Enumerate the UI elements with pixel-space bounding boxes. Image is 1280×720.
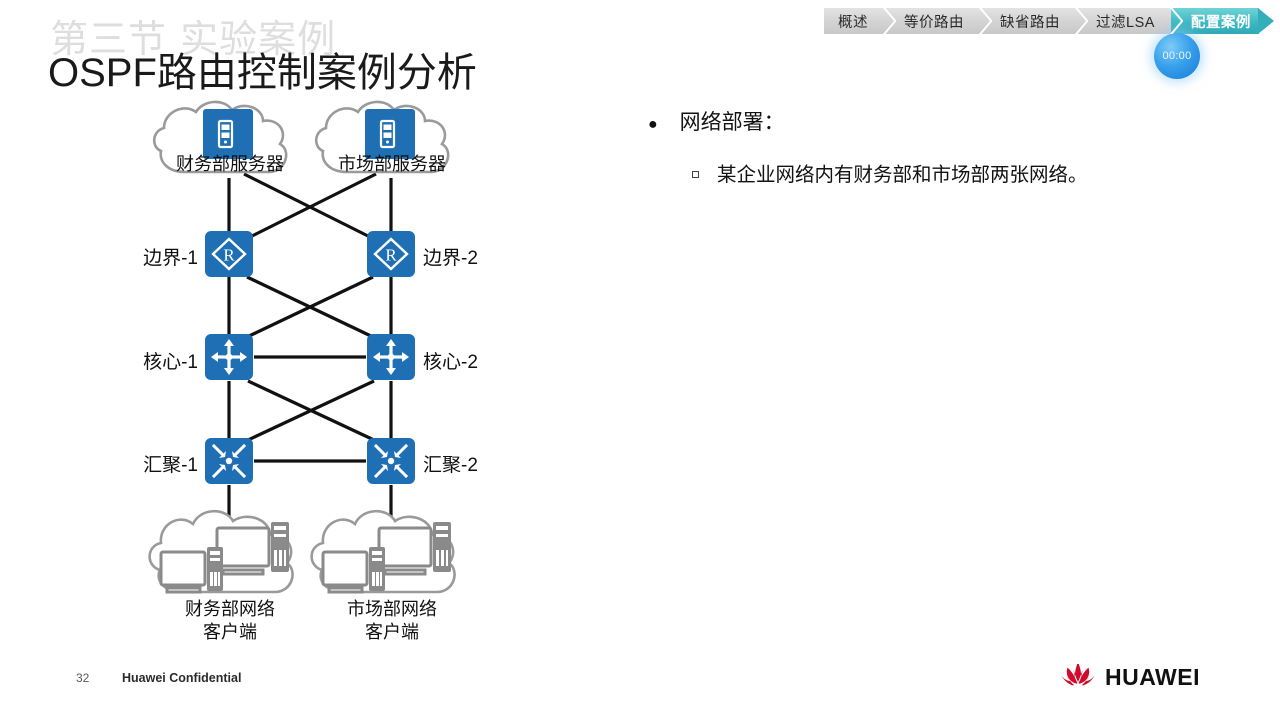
cloud-label-line2: 客户端 <box>365 621 419 642</box>
chevron-right-icon <box>1257 8 1274 34</box>
chevron-right-icon <box>979 8 992 34</box>
nav-tab-filter-lsa[interactable]: 过滤LSA <box>1076 8 1183 34</box>
page-title: OSPF路由控制案例分析 <box>48 51 477 95</box>
bullet-square-icon <box>692 171 699 178</box>
network-topology-diagram: R <box>143 100 478 643</box>
section-navigation: 概述 等价路由 缺省路由 过滤LSA 配置案例 <box>824 8 1274 34</box>
nav-tab-equal-cost-routing[interactable]: 等价路由 <box>884 8 992 34</box>
nav-tab-default-route[interactable]: 缺省路由 <box>980 8 1088 34</box>
bullet-level-2-text: 某企业网络内有财务部和市场部两张网络。 <box>717 164 1088 186</box>
cloud-label-line1: 财务部网络 <box>185 599 275 619</box>
server-icon-finance <box>203 109 253 159</box>
bullet-level-1-text: 网络部署： <box>679 111 785 134</box>
cloud-label-market-network: 市场部网络 客户端 <box>321 598 463 643</box>
label-core-switch-2: 核心-2 <box>423 352 478 373</box>
nav-tab-overview[interactable]: 概述 <box>824 8 896 34</box>
device-border-router-2 <box>367 231 415 277</box>
device-aggregation-switch-2 <box>367 438 415 484</box>
cloud-finance-network <box>148 509 294 594</box>
timer-value: 00:00 <box>1162 50 1192 62</box>
cloud-label-finance-server: 财务部服务器 <box>176 154 284 174</box>
label-border-router-2: 边界-2 <box>423 248 478 269</box>
label-aggregation-switch-1: 汇聚-1 <box>143 455 198 476</box>
server-icon-market <box>365 109 415 159</box>
nav-tab-label: 过滤LSA <box>1096 14 1155 31</box>
nav-tab-configuration-case[interactable]: 配置案例 <box>1170 8 1274 34</box>
label-border-router-1: 边界-1 <box>143 248 198 269</box>
cloud-label-finance-network: 财务部网络 客户端 <box>159 598 301 643</box>
confidentiality-notice: Huawei Confidential <box>122 671 242 685</box>
device-border-router-1 <box>205 231 253 277</box>
device-core-switch-2 <box>367 334 415 380</box>
device-core-switch-1 <box>205 334 253 380</box>
nav-tab-label: 等价路由 <box>904 14 964 31</box>
chevron-right-icon <box>1075 8 1088 34</box>
label-core-switch-1: 核心-1 <box>143 352 198 373</box>
huawei-flower-icon <box>1061 664 1095 686</box>
cloud-label-line2: 客户端 <box>203 621 257 642</box>
chevron-right-icon <box>883 8 896 34</box>
title-watermark: 第三节 实验案例 <box>50 17 337 61</box>
cloud-label-market-server: 市场部服务器 <box>338 154 446 174</box>
bullet-level-1: ● 网络部署： <box>648 106 785 136</box>
bullet-dot-icon: ● <box>648 116 658 133</box>
device-aggregation-switch-1 <box>205 438 253 484</box>
huawei-logo: HUAWEI <box>1060 662 1200 692</box>
nav-tab-label: 配置案例 <box>1190 14 1251 31</box>
page-number: 32 <box>76 671 90 685</box>
cloud-label-line1: 市场部网络 <box>347 599 437 619</box>
chevron-right-icon <box>1169 8 1183 34</box>
nav-tab-label: 缺省路由 <box>1000 14 1060 31</box>
bullet-level-2: 某企业网络内有财务部和市场部两张网络。 <box>692 158 1088 187</box>
label-aggregation-switch-2: 汇聚-2 <box>423 455 478 476</box>
cloud-market-network <box>310 509 456 594</box>
countdown-timer-badge: 00:00 <box>1154 33 1200 79</box>
topology-links <box>227 172 393 536</box>
huawei-wordmark: HUAWEI <box>1105 663 1200 690</box>
nav-tab-label: 概述 <box>838 14 868 31</box>
